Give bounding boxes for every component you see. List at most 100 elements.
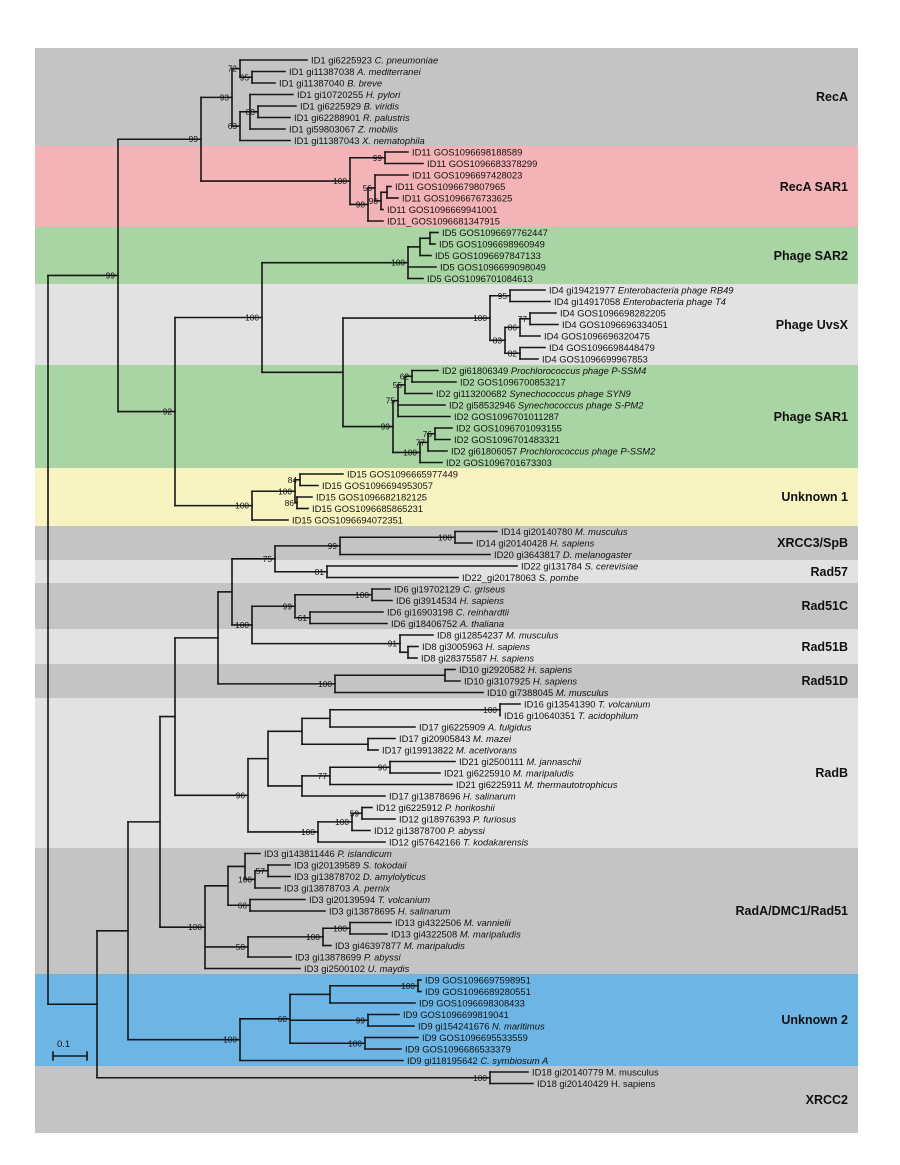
- bootstrap-value: 75: [263, 554, 273, 564]
- bootstrap-value: 100: [438, 532, 452, 542]
- taxon-label: ID8 gi28375587 H. sapiens: [421, 652, 534, 663]
- bootstrap-value: 98: [356, 199, 366, 209]
- bootstrap-value: 95: [240, 72, 250, 82]
- bootstrap-value: 83: [246, 107, 256, 117]
- taxon-label: ID4 GOS1096696334051: [562, 319, 668, 330]
- taxon-label: ID9 GOS1096689280551: [425, 986, 531, 997]
- taxon-label: ID3 gi20139589 S. tokodaii: [294, 859, 408, 870]
- taxon-label: ID13 gi4322506 M. vannielii: [395, 917, 512, 928]
- bootstrap-value: 100: [473, 313, 487, 323]
- bootstrap-value: 100: [278, 486, 292, 496]
- bootstrap-value: 99: [381, 422, 391, 432]
- clade-label: XRCC3/SpB: [777, 536, 848, 550]
- taxon-label: ID2 GOS1096701673303: [446, 457, 552, 468]
- taxon-label: ID12 gi57642166 T. kodakarensis: [389, 836, 529, 847]
- taxon-label: ID3 gi13878702 D. amylolyticus: [294, 871, 426, 882]
- clade-label: Rad51C: [801, 599, 848, 614]
- bootstrap-value: 100: [483, 705, 497, 715]
- bootstrap-value: 100: [223, 1035, 237, 1045]
- bootstrap-value: 82: [508, 348, 518, 358]
- bootstrap-value: 55: [393, 380, 403, 390]
- taxon-label: ID15 GOS1096694953057: [322, 480, 433, 491]
- clade-band: [35, 974, 858, 1067]
- taxon-label: ID1 gi62288901 R. palustris: [294, 112, 410, 123]
- bootstrap-value: 100: [318, 679, 332, 689]
- taxon-label: ID1 gi59803067 Z. mobilis: [289, 123, 398, 134]
- bootstrap-value: 76: [423, 429, 433, 439]
- taxon-label: ID1 gi10720255 H. pylori: [297, 89, 401, 100]
- bootstrap-value: 77: [518, 314, 528, 324]
- taxon-label: ID11 GOS1096698188589: [412, 146, 522, 157]
- bootstrap-value: 100: [245, 312, 259, 322]
- clade-band: [35, 48, 858, 147]
- bootstrap-value: 100: [355, 590, 369, 600]
- taxon-label: ID8 gi12854237 M. musculus: [437, 629, 559, 640]
- taxon-label: ID9 GOS1096695533559: [422, 1032, 528, 1043]
- clade-band: [35, 629, 858, 664]
- taxon-label: ID10 gi2920582 H. sapiens: [459, 664, 572, 675]
- taxon-label: ID10 gi3107925 H. sapiens: [464, 675, 577, 686]
- bootstrap-value: 66: [238, 900, 248, 910]
- taxon-label: ID1 gi6225923 C. pneumoniae: [311, 54, 438, 65]
- taxon-label: ID21 gi6225911 M. thermautotrophicus: [456, 779, 618, 790]
- taxon-label: ID2 GOS1096701093155: [456, 422, 562, 433]
- bootstrap-value: 100: [306, 932, 320, 942]
- taxon-label: ID12 gi6225912 P. horikoshii: [376, 802, 496, 813]
- taxon-label: ID1 gi11387040 B. breve: [279, 77, 382, 88]
- clade-label: RecA: [816, 90, 848, 105]
- taxon-label: ID14 gi20140428 H. sapiens: [476, 537, 595, 548]
- clade-label: RadB: [815, 766, 848, 780]
- taxon-label: ID6 gi18406752 A. thaliana: [391, 618, 504, 629]
- bootstrap-value: 77: [318, 771, 328, 781]
- taxon-label: ID9 gi118195642 C. symbiosum A: [407, 1055, 548, 1066]
- bootstrap-value: 99: [283, 601, 293, 611]
- taxon-label: ID11_GOS1096681347915: [387, 215, 500, 226]
- bootstrap-value: 100: [403, 447, 417, 457]
- bootstrap-value: 92: [163, 407, 173, 417]
- taxon-label: ID9 gi154241676 N. maritimus: [418, 1020, 545, 1031]
- bootstrap-value: 100: [473, 1073, 487, 1083]
- taxon-label: ID3 gi13878695 H. salinarum: [329, 905, 451, 916]
- bootstrap-value: 75: [386, 396, 396, 406]
- taxon-label: ID22 gi131784 S. cerevisiae: [521, 560, 638, 571]
- bootstrap-value: 83: [493, 335, 503, 345]
- bootstrap-value: 99: [373, 153, 383, 163]
- bootstrap-value: 100: [391, 258, 405, 268]
- taxon-label: ID15 GOS1096665977449: [347, 468, 458, 479]
- bootstrap-value: 95: [498, 291, 508, 301]
- clade-label: Phage SAR2: [773, 248, 848, 263]
- bootstrap-value: 86: [285, 498, 295, 508]
- taxon-label: ID5 GOS1096699098049: [440, 261, 546, 272]
- taxon-label: ID1 gi11387038 A. mediterranei: [289, 66, 422, 77]
- taxon-label: ID4 GOS1096699967853: [542, 353, 648, 364]
- bootstrap-value: 99: [328, 541, 338, 551]
- taxon-label: ID4 GOS1096696320475: [544, 330, 650, 341]
- taxon-label: ID2 gi61806349 Prochlorococcus phage P-S…: [442, 365, 646, 376]
- bootstrap-value: 57: [256, 866, 266, 876]
- bootstrap-value: 96: [378, 762, 388, 772]
- taxon-label: ID6 gi3914534 H. sapiens: [396, 595, 504, 606]
- taxon-label: ID2 gi113200682 Synechococcus phage SYN9: [436, 388, 632, 399]
- bootstrap-value: 86: [508, 322, 518, 332]
- taxon-label: ID12 gi13878700 P. abyssi: [374, 825, 486, 836]
- bootstrap-value: 100: [301, 827, 315, 837]
- taxon-label: ID3 gi143811446 P. islandicum: [264, 848, 392, 859]
- taxon-label: ID2 gi61806057 Prochlorococcus phage P-S…: [451, 445, 656, 456]
- taxon-label: ID15 GOS1096685865231: [312, 503, 423, 514]
- taxon-label: ID10 gi7388045 M. musculus: [487, 687, 609, 698]
- taxon-label: ID9 GOS1096686533379: [405, 1043, 511, 1054]
- bootstrap-value: 100: [333, 176, 347, 186]
- taxon-label: ID9 GOS1096697598951: [425, 974, 531, 985]
- bootstrap-value: 90: [369, 196, 379, 206]
- taxon-label: ID8 gi3005963 H. sapiens: [422, 641, 530, 652]
- taxon-label: ID13 gi4322508 M. maripaludis: [391, 928, 521, 939]
- clade-label: RadA/DMC1/Rad51: [735, 904, 848, 918]
- bootstrap-value: 58: [236, 942, 246, 952]
- taxon-label: ID9 GOS1096699819041: [403, 1009, 509, 1020]
- bootstrap-value: 100: [235, 620, 249, 630]
- taxon-label: ID22_gi20178063 S. pombe: [462, 572, 579, 583]
- taxon-label: ID1 gi6225929 B. viridis: [300, 100, 399, 111]
- taxon-label: ID5 GOS1096697847133: [435, 250, 541, 261]
- taxon-label: ID2 GOS1096701483321: [454, 434, 560, 445]
